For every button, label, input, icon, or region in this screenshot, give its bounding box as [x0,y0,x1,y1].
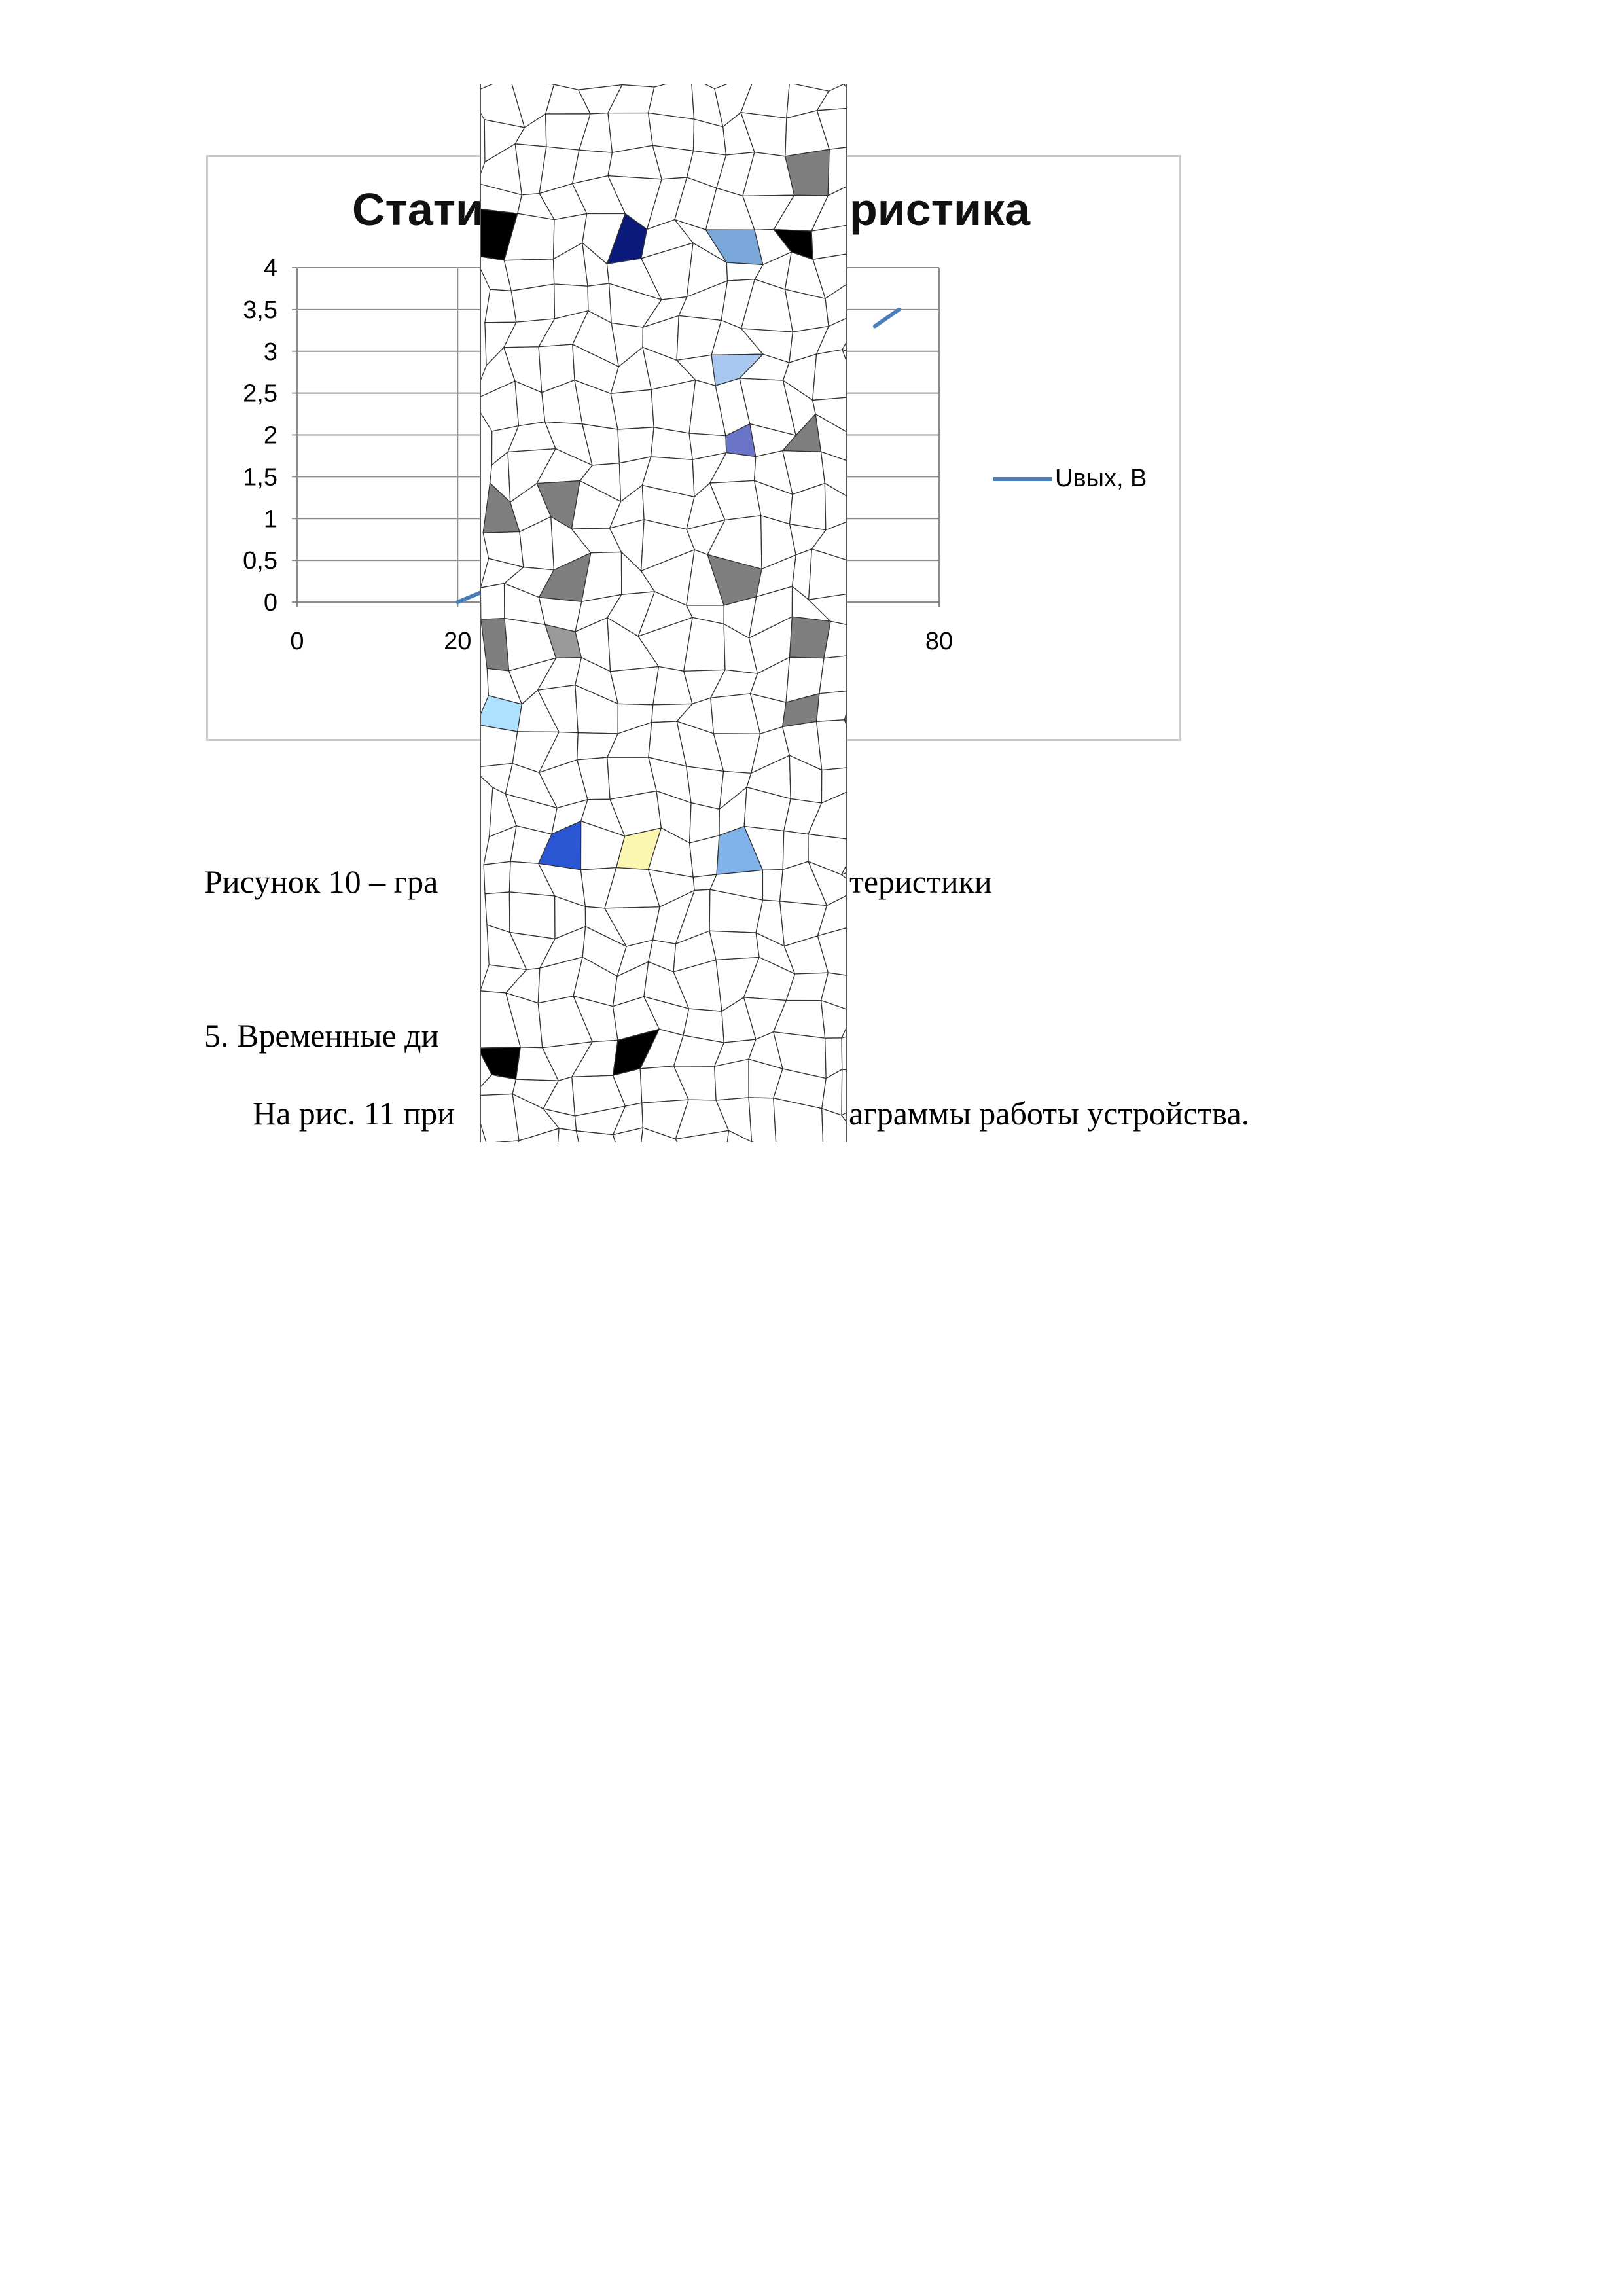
figure-caption: Рисунок 10 – гра [204,863,438,901]
mosaic-cell [840,1027,846,1039]
mosaic-cell [817,927,846,976]
mosaic-cell [815,691,846,723]
y-tick-label: 1 [264,505,277,533]
mosaic-cell [508,891,556,940]
mosaic-cell [812,397,846,433]
mosaic-cell [714,1058,749,1101]
mosaic-cell [481,618,510,672]
mosaic-cell [815,719,846,771]
y-tick-label: 0 [264,589,277,617]
mosaic-cell [823,620,846,659]
mosaic-cell [510,283,556,323]
mosaic-cell [816,107,846,150]
mosaic-cell [816,84,846,111]
mosaic-cell [557,1128,579,1142]
mosaic-cell [842,341,846,351]
mosaic-cell [811,522,846,561]
mosaic-cell [811,224,846,260]
mosaic-cell [812,253,846,300]
legend-line-icon [993,476,1052,481]
mosaic-cell [808,548,846,601]
mosaic-cell [844,712,846,721]
mosaic-cell [609,666,660,706]
mosaic-cell [495,1140,520,1142]
section-heading: 5. Временные ди [204,1016,438,1054]
mosaic-cell [827,147,846,196]
mosaic-cell [841,1036,846,1071]
chart-title-left: Стати [352,184,484,235]
y-tick-label: 0,5 [243,547,277,575]
mosaic-cell [575,1130,616,1142]
series-segment [872,307,901,329]
mosaic-cell [726,1130,753,1142]
x-tick-label: 0 [290,628,304,655]
mosaic-cell [810,186,846,232]
mosaic-cell [817,895,846,937]
mosaic-cell [762,869,783,902]
chart-title-right: ристика [849,184,1031,235]
legend-label: Uвых, В [1055,465,1147,492]
mosaic-cell [641,1127,678,1142]
mosaic-cell [709,930,760,961]
mosaic-cell [610,389,654,430]
paragraph-right: аграммы работы устройства. [849,1095,1250,1132]
body-paragraph-right: аграммы работы устройства. [849,1094,1249,1132]
mosaic-cell [844,719,846,726]
mosaic-cell [481,1047,522,1080]
mosaic-cell [843,84,846,88]
mosaic-cell [481,583,505,620]
mosaic-cell [840,865,846,876]
mosaic-cell [651,379,696,434]
mosaic-cell [824,482,846,531]
mosaic-cell [820,972,846,1010]
mosaic-cell [812,349,846,401]
mosaic-cell [841,1069,846,1117]
paragraph-left: На рис. 11 при [253,1095,455,1132]
mosaic-cell [647,112,695,152]
y-tick-label: 4 [264,255,277,282]
y-tick-label: 2,5 [243,380,277,408]
chart-legend: Uвых, В [993,465,1147,493]
mosaic-cell [483,861,511,895]
mosaic-cell [808,791,846,840]
mosaic-cell [841,349,846,362]
mosaic-cell [481,725,518,768]
mosaic-cell [518,1128,560,1142]
mosaic-cell [841,1112,846,1122]
mosaic-cell [825,284,846,327]
mosaic-cell [821,767,846,804]
caption-left: Рисунок 10 – гра [204,863,438,900]
y-tick-label: 2 [264,422,277,450]
y-tick-label: 3,5 [243,296,277,324]
mosaic-cell [808,594,846,625]
mosaic-cell [612,1127,644,1142]
mosaic-cell [789,616,831,659]
mosaic-cell [840,872,846,879]
y-tick-label: 1,5 [243,463,277,491]
mosaic-cell [748,1097,777,1142]
mosaic-cell [675,1130,730,1142]
mosaic-cell [821,1107,846,1142]
caption-right: теристики [849,863,992,900]
mosaic-overlay [480,84,847,1142]
mosaic-cell [820,451,846,497]
mosaic-cell [807,861,846,906]
mosaic-cell [815,413,846,461]
figure-caption-right: теристики [849,863,992,901]
mosaic-cell [819,655,846,694]
x-tick-label: 20 [444,628,471,655]
x-tick-label: 80 [925,628,953,655]
mosaic-cell [688,834,720,878]
body-paragraph: На рис. 11 при [253,1094,455,1132]
y-tick-label: 3 [264,338,277,366]
section-heading-left: 5. Временные ди [204,1017,439,1054]
mosaic-cell [773,1097,824,1142]
